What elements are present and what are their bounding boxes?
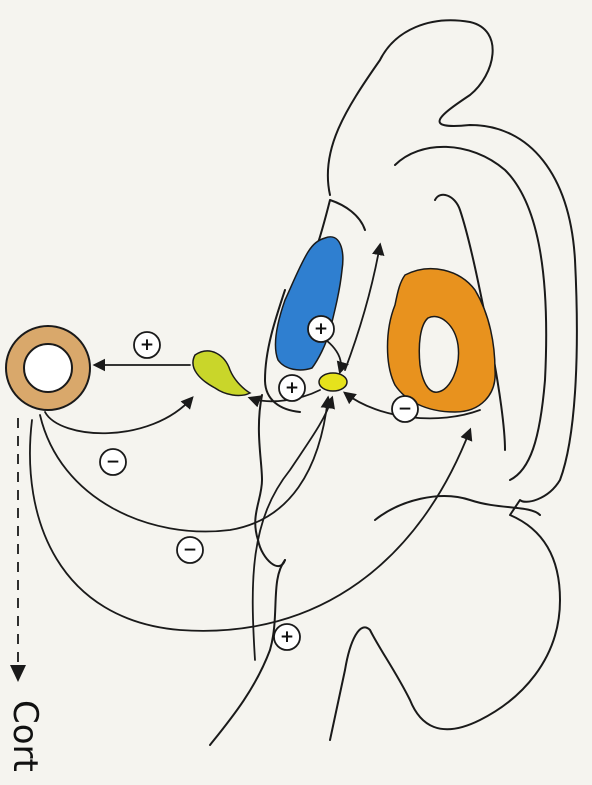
arrow-nucleus-up — [345, 245, 380, 370]
svg-text:+: + — [140, 335, 154, 355]
svg-text:+: + — [314, 319, 328, 339]
ring-inner — [24, 344, 72, 392]
dashed-arrowhead — [10, 665, 26, 682]
yellow-nucleus — [319, 373, 347, 391]
sign-minus-orange: − — [392, 396, 418, 422]
blue-region — [276, 237, 343, 370]
brainstem-outline — [210, 560, 285, 745]
sign-plus-blue-bottom: + — [279, 375, 305, 401]
svg-text:−: − — [398, 399, 412, 419]
yellow-green-gland — [193, 351, 250, 396]
svg-text:−: − — [106, 452, 120, 472]
sign-plus-blue-top: + — [308, 316, 334, 342]
svg-text:+: + — [285, 378, 299, 398]
sign-minus-middle: − — [177, 537, 203, 563]
arrow-ring-to-nucleus — [40, 398, 328, 532]
cort-label: Cort — [2, 700, 42, 784]
sign-plus-brainstem: + — [274, 624, 300, 650]
svg-text:+: + — [280, 627, 294, 647]
sign-minus-lower-left: − — [100, 449, 126, 475]
svg-text:−: − — [183, 540, 197, 560]
sign-plus-ring: + — [134, 332, 160, 358]
